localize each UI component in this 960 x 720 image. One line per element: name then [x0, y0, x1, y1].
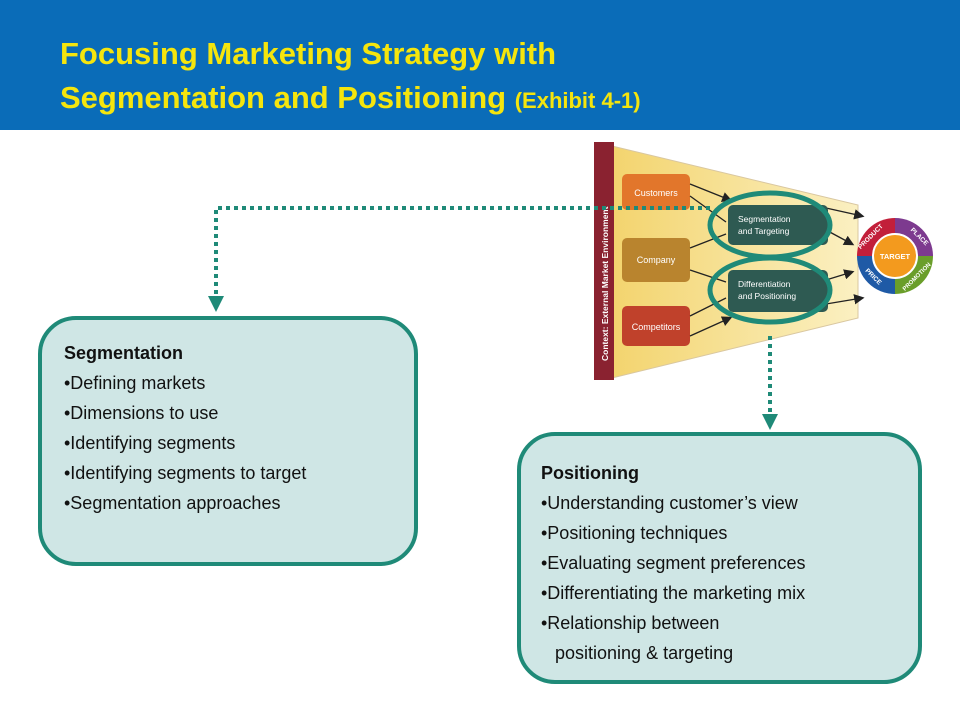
positioning-connector: [762, 336, 778, 430]
positioning-item: •Evaluating segment preferences: [541, 553, 806, 573]
differentiation-positioning-box: [728, 270, 828, 312]
marketing-mix-wheel: [857, 218, 933, 294]
title-line-2: Segmentation and Positioning (Exhibit 4-…: [60, 76, 641, 123]
target-circle: [872, 233, 918, 279]
segmentation-item: •Defining markets: [64, 373, 206, 393]
segmentation-item: •Identifying segments: [64, 433, 236, 453]
company-label: Company: [637, 255, 676, 265]
positioning-item: •Differentiating the marketing mix: [541, 583, 806, 603]
title-line-1: Focusing Marketing Strategy with: [60, 36, 557, 71]
customers-box: [622, 174, 690, 210]
segmentation-item: •Segmentation approaches: [64, 493, 281, 513]
segmentation-item: •Dimensions to use: [64, 403, 219, 423]
context-bar: [594, 142, 614, 380]
competitors-label: Competitors: [632, 322, 681, 332]
segmentation-box: Segmentation •Defining markets •Dimensio…: [38, 316, 418, 566]
positioning-item-continuation: positioning & targeting: [555, 643, 734, 663]
seg-line1: Segmentation: [738, 214, 791, 224]
positioning-highlight-ellipse: [707, 255, 833, 325]
diff-line2: and Positioning: [738, 291, 796, 301]
company-box: [622, 238, 690, 282]
segmentation-heading: Segmentation: [64, 343, 184, 363]
segmentation-item: •Identifying segments to target: [64, 463, 307, 483]
positioning-item: •Positioning techniques: [541, 523, 728, 543]
seg-line2: and Targeting: [738, 226, 790, 236]
positioning-box: Positioning •Understanding customer’s vi…: [517, 432, 922, 684]
funnel-arrows: [689, 183, 865, 337]
positioning-heading: Positioning: [541, 463, 639, 483]
customers-label: Customers: [634, 188, 678, 198]
segmentation-targeting-box: [728, 205, 828, 245]
diff-line1: Differentiation: [738, 279, 791, 289]
title-bar: [0, 0, 960, 130]
title-line-2-main: Segmentation and Positioning: [60, 80, 507, 115]
target-label: TARGET: [880, 252, 911, 261]
positioning-item: •Understanding customer’s view: [541, 493, 798, 513]
competitors-box: [622, 306, 690, 346]
context-label: Context: External Market Environment: [600, 206, 610, 361]
slide-title: Focusing Marketing Strategy with Segment…: [60, 32, 641, 123]
positioning-item: •Relationship between: [541, 613, 720, 633]
title-exhibit-ref: (Exhibit 4-1): [514, 88, 641, 113]
segmentation-connector: [208, 206, 710, 312]
